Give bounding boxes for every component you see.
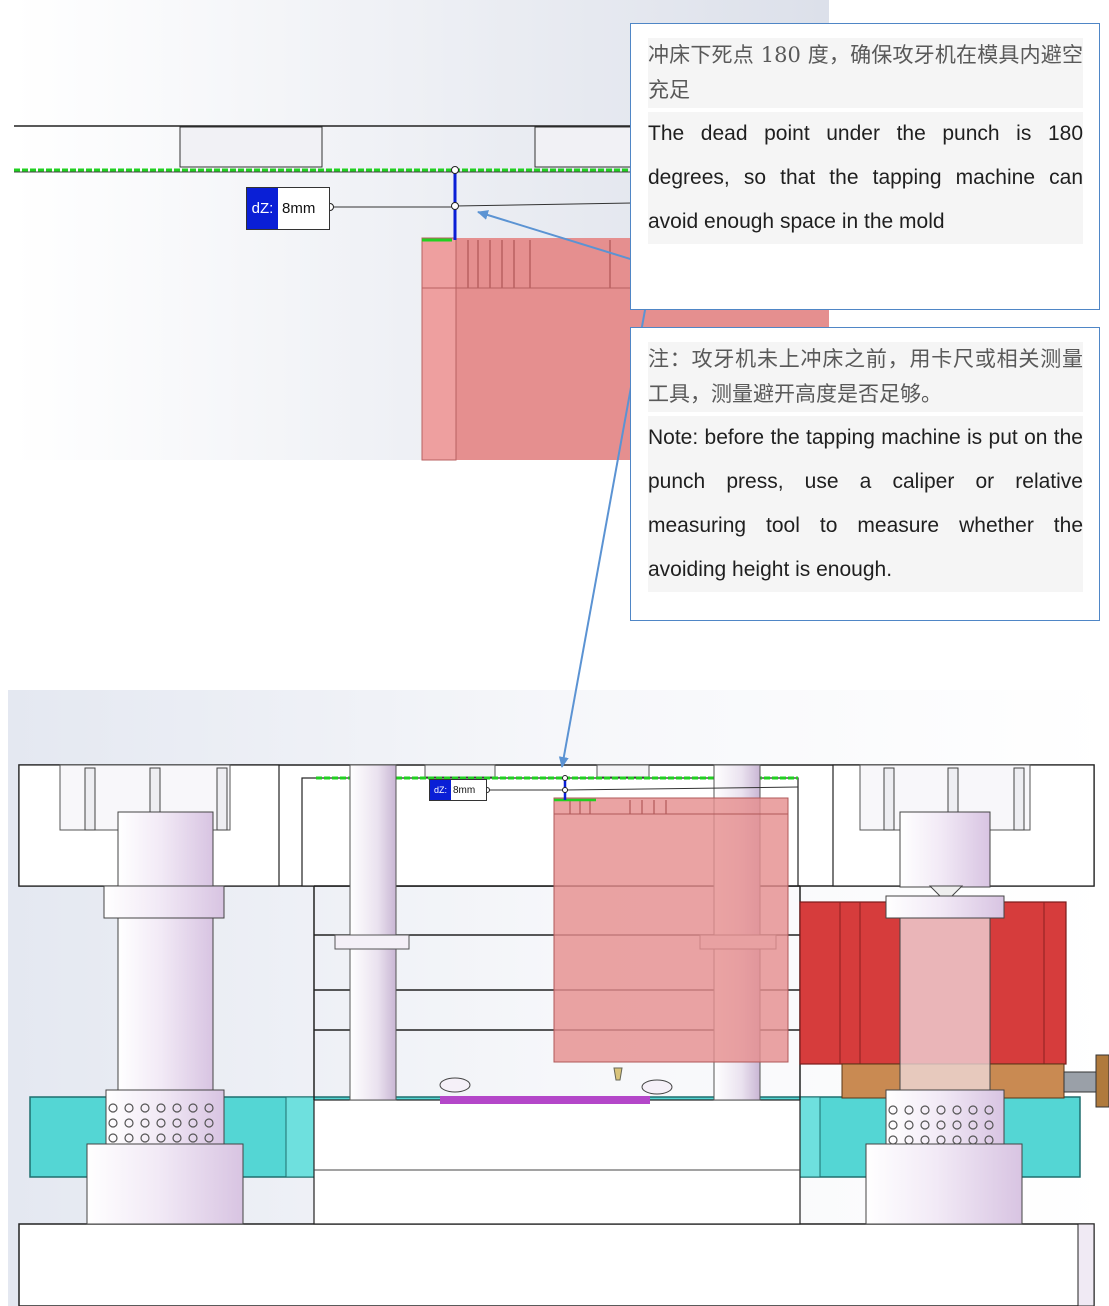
tapping-machine-assembly	[553, 797, 789, 1063]
dimension-key: dZ:	[247, 188, 278, 229]
dimension-tag-bottom: dZ: 8mm	[429, 779, 487, 801]
callout-text-en: The dead point under the punch is 180 de…	[648, 112, 1083, 244]
dimension-tag-top: dZ: 8mm	[246, 187, 330, 230]
lower-die-block	[313, 1099, 801, 1225]
dimension-value: 8mm	[282, 200, 316, 217]
callout-dead-point: 冲床下死点 180 度，确保攻牙机在模具内避空充足 The dead point…	[630, 23, 1100, 310]
callout-arrow-top	[477, 210, 654, 267]
ball-cage-right	[888, 1105, 994, 1145]
callout-text-en: Note: before the tapping machine is put …	[648, 416, 1083, 592]
callout-text-zh: 注：攻牙机未上冲床之前，用卡尺或相关测量工具，测量避开高度是否足够。	[648, 342, 1083, 412]
workpiece-strip	[440, 1096, 650, 1104]
guide-pillar-left	[86, 811, 244, 1225]
upper-plate-block	[179, 126, 323, 168]
ball-cage-left	[108, 1103, 214, 1143]
callout-text-zh: 冲床下死点 180 度，确保攻牙机在模具内避空充足	[648, 38, 1083, 108]
dimension-key: dZ:	[430, 780, 451, 800]
guide-pillar-right	[865, 811, 1023, 1225]
base-plate	[18, 1223, 1095, 1306]
assembly-view-bottom	[8, 690, 1109, 1306]
dimension-value: 8mm	[453, 784, 476, 796]
callout-note: 注：攻牙机未上冲床之前，用卡尺或相关测量工具，测量避开高度是否足够。 Note:…	[630, 327, 1100, 621]
